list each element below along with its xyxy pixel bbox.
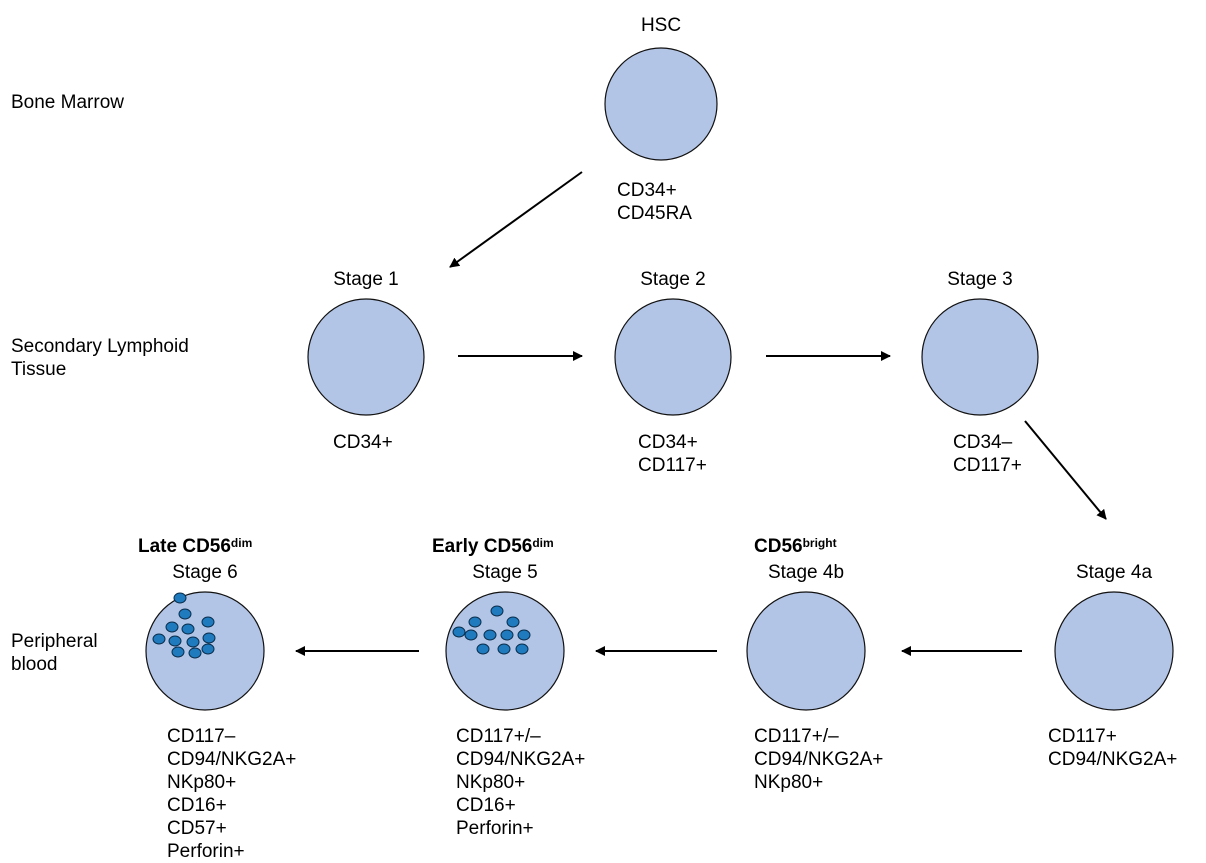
- marker-label: CD117+: [638, 455, 707, 476]
- marker-label: CD34–: [953, 432, 1013, 453]
- stage5-markers: CD117+/– CD94/NKG2A+ NKp80+ CD16+ Perfor…: [456, 725, 585, 840]
- stage6-subtitle: Late CD56dim: [138, 535, 252, 558]
- marker-label: NKp80+: [456, 772, 526, 793]
- row-label-bone-marrow: Bone Marrow: [11, 91, 124, 114]
- stage1-title: Stage 1: [333, 269, 399, 290]
- marker-label: NKp80+: [754, 772, 824, 793]
- stage6-markers: CD117– CD94/NKG2A+ NKp80+ CD16+ CD57+ Pe…: [167, 725, 296, 863]
- granule: [178, 608, 192, 620]
- granule: [506, 616, 520, 628]
- stage3-markers: CD34– CD117+: [953, 431, 1022, 477]
- marker-label: CD117+: [953, 455, 1022, 476]
- subtitle-superscript: dim: [532, 536, 554, 550]
- stage5-granules: [452, 605, 531, 655]
- marker-label: Perforin+: [456, 818, 534, 839]
- granule: [452, 626, 466, 638]
- stage4b-title: Stage 4b: [767, 562, 845, 583]
- stage2-markers: CD34+ CD117+: [638, 431, 707, 477]
- granule: [201, 616, 215, 628]
- stage3-title: Stage 3: [947, 269, 1013, 290]
- granule: [202, 632, 216, 644]
- marker-label: CD117+/–: [456, 726, 541, 747]
- granule: [517, 629, 531, 641]
- stage5-title: Stage 5: [472, 562, 538, 583]
- subtitle-base: Early CD56: [432, 536, 533, 557]
- subtitle-base: CD56: [754, 536, 803, 557]
- granule: [168, 635, 182, 647]
- marker-label: CD34+: [617, 180, 677, 201]
- marker-label: CD16+: [167, 795, 227, 816]
- granule: [186, 636, 200, 648]
- row-label-text: Tissue: [11, 359, 67, 380]
- arrow-hsc-to-stage1: [449, 171, 583, 268]
- marker-label: CD34+: [333, 432, 393, 453]
- granule: [500, 629, 514, 641]
- subtitle-superscript: bright: [802, 536, 837, 550]
- marker-label: CD94/NKG2A+: [1048, 749, 1178, 770]
- stage2-cell: [614, 298, 732, 416]
- stage4b-markers: CD117+/– CD94/NKG2A+ NKp80+: [754, 725, 883, 794]
- granule: [464, 629, 478, 641]
- stage4a-markers: CD117+ CD94/NKG2A+: [1048, 725, 1177, 771]
- granule: [171, 646, 185, 658]
- marker-label: CD94/NKG2A+: [754, 749, 884, 770]
- hsc-markers: CD34+ CD45RA: [617, 179, 692, 225]
- stage6-title: Stage 6: [172, 562, 238, 583]
- stage6-granules: [152, 592, 216, 659]
- stage4b-subtitle: CD56bright: [754, 535, 837, 558]
- granule: [201, 643, 215, 655]
- marker-label: CD34+: [638, 432, 698, 453]
- row-label-text: Peripheral: [11, 631, 98, 652]
- stage1-cell: [307, 298, 425, 416]
- stage5-subtitle: Early CD56dim: [432, 535, 554, 558]
- stage4b-cell: [746, 591, 866, 711]
- marker-label: CD117+/–: [754, 726, 839, 747]
- subtitle-base: Late CD56: [138, 536, 231, 557]
- marker-label: CD94/NKG2A+: [167, 749, 297, 770]
- marker-label: Perforin+: [167, 841, 245, 862]
- row-label-text: blood: [11, 654, 58, 675]
- subtitle-superscript: dim: [230, 536, 253, 550]
- stage1-markers: CD34+: [333, 431, 393, 454]
- granule: [152, 633, 166, 645]
- granule: [483, 629, 497, 641]
- stage4a-title: Stage 4a: [1075, 562, 1153, 583]
- stage2-title: Stage 2: [640, 269, 706, 290]
- granule: [188, 647, 202, 659]
- stage3-cell: [921, 298, 1039, 416]
- granule: [181, 623, 195, 635]
- stage4a-cell: [1054, 591, 1174, 711]
- granule: [490, 605, 504, 617]
- marker-label: CD117+: [1048, 726, 1117, 747]
- hsc-cell: [604, 47, 718, 161]
- granule: [173, 592, 187, 604]
- granule: [476, 643, 490, 655]
- row-label-text: Secondary Lymphoid: [11, 336, 189, 357]
- hsc-title: HSC: [640, 15, 682, 36]
- granule: [165, 621, 179, 633]
- marker-label: NKp80+: [167, 772, 237, 793]
- granule: [497, 643, 511, 655]
- row-label-secondary-lymphoid: Secondary Lymphoid Tissue: [11, 335, 189, 381]
- marker-label: CD57+: [167, 818, 227, 839]
- marker-label: CD16+: [456, 795, 516, 816]
- arrow-stage3-to-stage4a: [1024, 420, 1107, 520]
- granule: [515, 643, 529, 655]
- marker-label: CD94/NKG2A+: [456, 749, 586, 770]
- marker-label: CD45RA: [617, 203, 692, 224]
- row-label-peripheral-blood: Peripheral blood: [11, 630, 98, 676]
- row-label-text: Bone Marrow: [11, 92, 124, 113]
- marker-label: CD117–: [167, 726, 236, 747]
- granule: [468, 616, 482, 628]
